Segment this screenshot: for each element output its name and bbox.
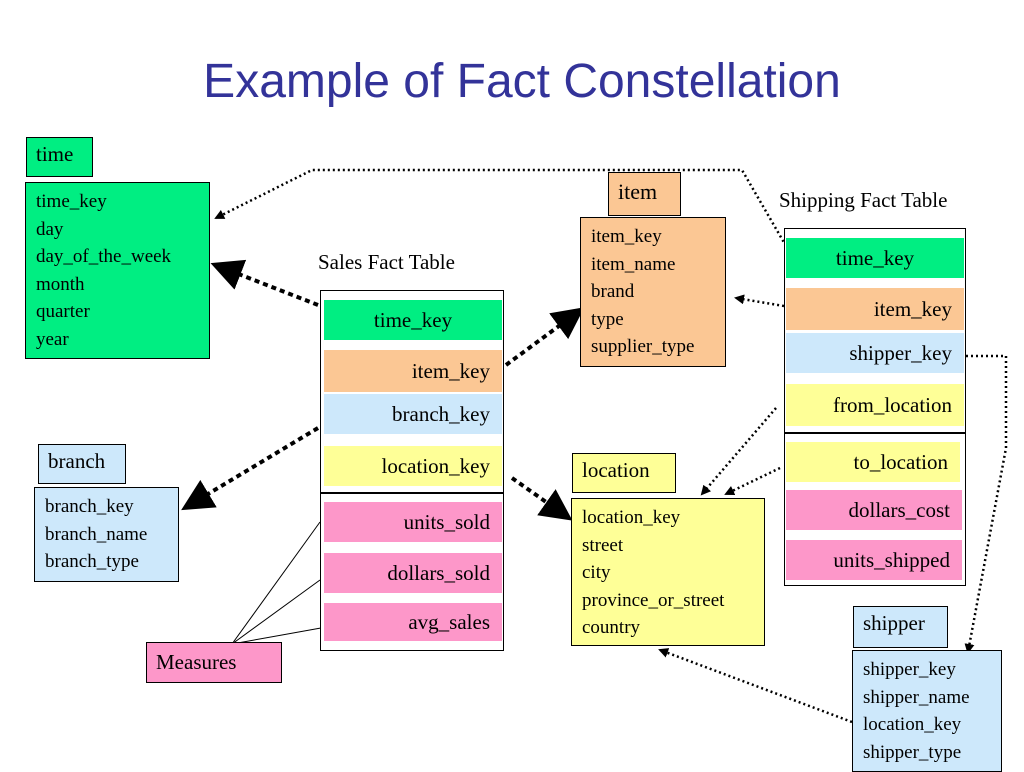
- item-dimension-table: item_key item_name brand type supplier_t…: [580, 217, 726, 367]
- shipper-dimension-label: shipper: [853, 606, 948, 648]
- link-sales-time: [210, 259, 319, 307]
- link-shipping-time: [214, 168, 788, 247]
- location-attr: location_key: [582, 507, 681, 528]
- branch-attr: branch_name: [45, 523, 148, 545]
- sales-fact-table-label: Sales Fact Table: [318, 250, 455, 274]
- shipper-attr: shipper_key: [863, 659, 956, 680]
- time-attr: day_of_the_week: [36, 246, 172, 267]
- item-attr: item_key: [591, 226, 662, 247]
- sales-key-item: item_key: [324, 350, 502, 392]
- sales-key-location: location_key: [324, 446, 502, 486]
- shipping-key-from-location: from_location: [786, 384, 964, 426]
- branch-attr: branch_key: [45, 496, 134, 517]
- location-attr: city: [582, 562, 611, 583]
- shipping-measure-dollars-cost: dollars_cost: [786, 490, 962, 530]
- shipper-dimension-table: shipper_key shipper_name location_key sh…: [852, 650, 1002, 772]
- item-attr: item_name: [591, 253, 676, 275]
- branch-dimension-table: branch_key branch_name branch_type: [34, 487, 179, 582]
- shipper-attr: location_key: [863, 714, 962, 735]
- shipping-key-item: item_key: [786, 288, 964, 330]
- shipping-fact-divider: [784, 432, 966, 434]
- link-sales-location: [510, 476, 573, 521]
- shipping-measure-units-shipped: units_shipped: [786, 540, 962, 580]
- sales-key-time: time_key: [324, 300, 502, 340]
- time-attr: year: [36, 328, 69, 350]
- measures-label: Measures: [146, 642, 282, 683]
- shipper-attr: shipper_name: [863, 686, 970, 708]
- item-attr: type: [591, 308, 624, 330]
- slide-title: Example of Fact Constellation: [203, 55, 841, 108]
- time-attr: time_key: [36, 191, 107, 212]
- sales-key-branch: branch_key: [324, 394, 502, 434]
- time-dimension-table: time_key day day_of_the_week month quart…: [25, 182, 210, 359]
- link-shipping-item: [734, 294, 785, 308]
- sales-measure-units-sold: units_sold: [324, 502, 502, 542]
- sales-measure-dollars-sold: dollars_sold: [324, 553, 502, 593]
- shipping-fact-table-label: Shipping Fact Table: [779, 188, 948, 212]
- location-attr: province_or_street: [582, 589, 725, 611]
- link-shipping-from-location: [700, 407, 777, 496]
- shipper-attr: shipper_type: [863, 741, 962, 763]
- item-attr: supplier_type: [591, 336, 695, 357]
- time-attr: day: [36, 218, 64, 240]
- measures-line-avg-sales: [231, 625, 333, 645]
- time-attr: quarter: [36, 301, 90, 322]
- link-sales-branch: [181, 426, 320, 511]
- location-dimension-label: location: [572, 453, 676, 493]
- item-attr: brand: [591, 281, 635, 302]
- time-dimension-label: time: [26, 137, 93, 177]
- measures-line-dollars-sold: [231, 579, 321, 645]
- branch-attr: branch_type: [45, 551, 139, 572]
- link-shipping-shipper: [964, 354, 1008, 654]
- shipping-key-shipper: shipper_key: [786, 333, 964, 373]
- sales-fact-divider: [320, 492, 504, 494]
- shipping-key-to-location: to_location: [786, 442, 960, 482]
- link-shipper-location: [658, 648, 853, 724]
- sales-measure-avg-sales: avg_sales: [324, 603, 502, 641]
- shipping-key-time: time_key: [786, 238, 964, 278]
- branch-dimension-label: branch: [38, 444, 126, 484]
- item-dimension-label: item: [608, 172, 681, 216]
- location-attr: country: [582, 617, 641, 638]
- location-dimension-table: location_key street city province_or_str…: [571, 498, 765, 646]
- time-attr: month: [36, 273, 85, 295]
- link-shipping-to-location: [724, 466, 781, 496]
- link-sales-item: [504, 307, 585, 367]
- location-attr: street: [582, 534, 624, 556]
- measures-line-units-sold: [231, 521, 321, 645]
